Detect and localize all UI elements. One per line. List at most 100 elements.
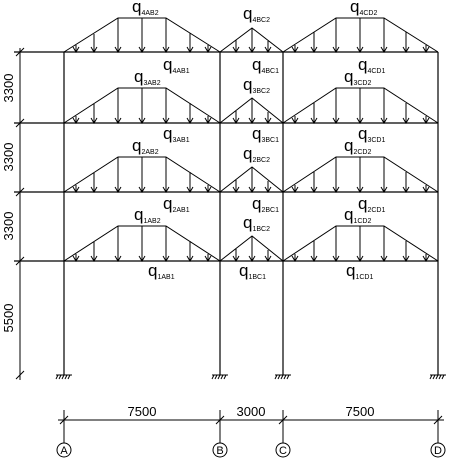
svg-text:q3CD1: q3CD1: [358, 124, 385, 144]
load-label-sub: 1AB1: [157, 274, 174, 281]
load-label-main: q: [243, 4, 252, 23]
svg-text:q2BC2: q2BC2: [243, 144, 270, 164]
svg-text:q2CD1: q2CD1: [358, 194, 385, 214]
fixed-support-a: [55, 374, 72, 380]
story-height-2: 3300: [1, 212, 16, 241]
load-label-sub: 2BC1: [261, 207, 279, 214]
load-label-sub: 3CD1: [367, 137, 385, 144]
load-label-sub: 2CD1: [367, 207, 385, 214]
load-label-sub: 2CD2: [353, 149, 371, 156]
load-label-main: q: [132, 136, 141, 155]
svg-text:q1CD1: q1CD1: [346, 261, 373, 281]
svg-text:q4BC2: q4BC2: [243, 4, 270, 24]
axis-bubbles: A B C D: [56, 428, 446, 458]
svg-text:q4AB1: q4AB1: [163, 55, 190, 75]
load-label-main: q: [243, 213, 252, 232]
load-label-sub: 2AB2: [141, 149, 158, 156]
axis-label-b: B: [216, 445, 223, 457]
story-height-1: 5500: [1, 304, 16, 333]
load-label-main: q: [344, 67, 353, 86]
load-label-main: q: [350, 0, 359, 16]
beams: [14, 51, 438, 262]
load-label-sub: 4CD1: [367, 68, 385, 75]
load-label-main: q: [252, 55, 261, 74]
load-label-main: q: [344, 136, 353, 155]
fixed-support-b: [211, 374, 228, 380]
load-label-sub: 4CD2: [359, 10, 377, 17]
load-label-main: q: [163, 55, 172, 74]
load-label-main: q: [134, 67, 143, 86]
load-label-sub: 1AB2: [143, 218, 160, 225]
svg-text:q1BC2: q1BC2: [243, 213, 270, 233]
axis-label-c: C: [279, 445, 287, 457]
svg-text:q1AB1: q1AB1: [148, 261, 175, 281]
axis-label-a: A: [60, 445, 68, 457]
load-label-main: q: [243, 144, 252, 163]
height-dimensions: 3300 3300 3300 5500: [1, 47, 25, 380]
load-label-sub: 3AB2: [143, 80, 160, 87]
fixed-support-d: [429, 374, 446, 380]
svg-text:q1AB2: q1AB2: [134, 205, 161, 225]
load-label-main: q: [358, 124, 367, 143]
load-label-sub: 4BC2: [252, 17, 270, 24]
load-label-sub: 1BC1: [248, 274, 266, 281]
load-label-sub: 3BC2: [252, 88, 270, 95]
svg-text:q1BC1: q1BC1: [239, 261, 266, 281]
load-label-sub: 1BC2: [252, 226, 270, 233]
svg-text:q3BC1: q3BC1: [252, 124, 279, 144]
bay-width-cd: 7500: [346, 404, 375, 419]
axis-bubble-a: [56, 442, 72, 458]
load-label-sub: 1CD1: [355, 274, 373, 281]
axis-bubble-c: [275, 442, 291, 458]
axis-bubble-d: [430, 442, 446, 458]
load-label-main: q: [132, 0, 141, 16]
columns: [63, 52, 439, 375]
load-label-main: q: [148, 261, 157, 280]
load-label-sub: 4AB1: [172, 68, 189, 75]
story-height-4: 3300: [1, 74, 16, 103]
load-arrows: [72, 18, 430, 262]
load-label-main: q: [134, 205, 143, 224]
bay-dimensions: 7500 3000 7500: [58, 404, 444, 428]
svg-text:q2CD2: q2CD2: [344, 136, 371, 156]
svg-text:q4BC1: q4BC1: [252, 55, 279, 75]
axis-label-d: D: [434, 445, 442, 457]
bay-width-ab: 7500: [128, 404, 157, 419]
load-label-sub: 2AB1: [172, 207, 189, 214]
load-label-main: q: [163, 124, 172, 143]
load-label-main: q: [346, 261, 355, 280]
load-label-sub: 3AB1: [172, 137, 189, 144]
load-label-main: q: [163, 194, 172, 213]
load-label-sub: 1CD2: [353, 218, 371, 225]
svg-text:q3AB2: q3AB2: [134, 67, 161, 87]
svg-text:q3CD2: q3CD2: [344, 67, 371, 87]
load-label-sub: 3BC1: [261, 137, 279, 144]
svg-text:q1CD2: q1CD2: [344, 205, 371, 225]
svg-text:q4AB2: q4AB2: [132, 0, 159, 17]
load-label-sub: 4AB2: [141, 10, 158, 17]
story-height-3: 3300: [1, 143, 16, 172]
svg-text:q3AB1: q3AB1: [163, 124, 190, 144]
svg-text:q2AB2: q2AB2: [132, 136, 159, 156]
bay-width-bc: 3000: [237, 404, 266, 419]
svg-text:q2AB1: q2AB1: [163, 194, 190, 214]
load-label-main: q: [344, 205, 353, 224]
load-label-main: q: [243, 75, 252, 94]
fixed-support-c: [274, 374, 291, 380]
load-label-sub: 4BC1: [261, 68, 279, 75]
load-label-sub: 2BC2: [252, 157, 270, 164]
svg-text:q3BC2: q3BC2: [243, 75, 270, 95]
svg-text:q4CD2: q4CD2: [350, 0, 377, 17]
svg-text:q4CD1: q4CD1: [358, 55, 385, 75]
load-label-main: q: [252, 124, 261, 143]
load-labels: q4AB2 q4BC2 q4CD2 q4AB1 q4BC1 q4CD1 q3AB…: [132, 0, 385, 281]
supports: [55, 374, 446, 380]
svg-text:q2BC1: q2BC1: [252, 194, 279, 214]
load-label-main: q: [358, 194, 367, 213]
load-label-main: q: [358, 55, 367, 74]
load-label-main: q: [239, 261, 248, 280]
axis-bubble-b: [212, 442, 228, 458]
load-label-main: q: [252, 194, 261, 213]
load-label-sub: 3CD2: [353, 80, 371, 87]
